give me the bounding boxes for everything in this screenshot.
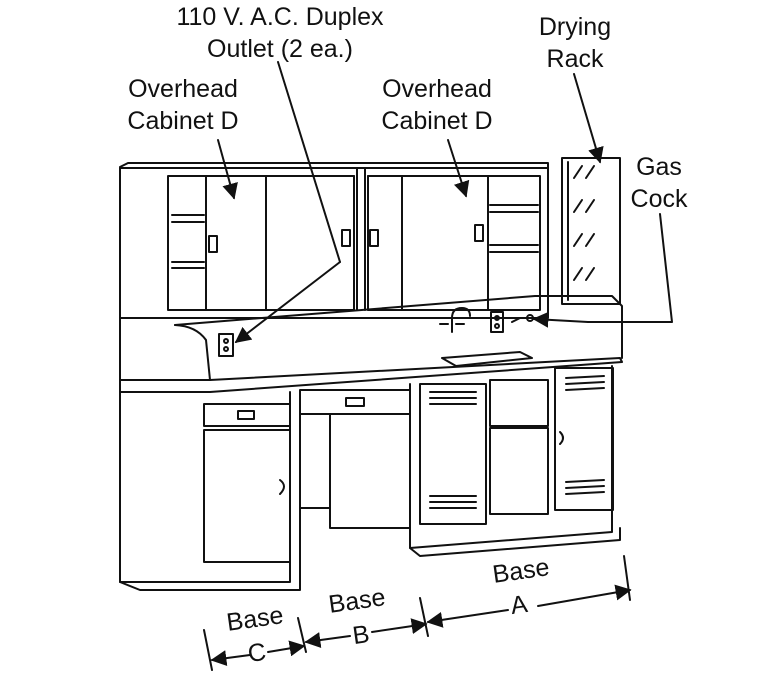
overhead-cabinet-right-label-line1: Overhead <box>382 75 492 103</box>
outlet-label-line2: Outlet (2 ea.) <box>207 35 353 63</box>
overhead-cabinet-assembly <box>119 162 549 319</box>
duplex-outlet-icon <box>218 333 234 357</box>
drying-rack <box>561 157 621 305</box>
overhead-cabinet-left-label-line1: Overhead <box>128 75 238 103</box>
dimension-lines <box>203 555 632 671</box>
door-handle-icon <box>474 224 484 242</box>
leader-lines <box>217 61 673 343</box>
drying-rack-label-line1: Drying <box>538 13 612 41</box>
door-handle-icon <box>369 229 379 247</box>
countertop <box>119 357 623 393</box>
sink-icon <box>441 351 533 367</box>
gas-cock-label-line2: Cock <box>630 185 688 213</box>
faucet-icon <box>451 307 471 333</box>
drawer-pull-icon <box>237 410 255 420</box>
door-handle-icon <box>208 235 218 253</box>
door-handle-icon <box>341 229 351 247</box>
gas-cock-label-line1: Gas <box>636 153 682 181</box>
gas-cock-icon <box>511 317 529 323</box>
overhead-cabinet-right-label-line2: Cabinet D <box>381 107 493 135</box>
overhead-cabinet-left-label-line2: Cabinet D <box>127 107 239 135</box>
outlet-label-line1: 110 V. A.C. Duplex <box>176 3 384 31</box>
drying-rack-label-line2: Rack <box>546 45 604 73</box>
backsplash-riser <box>119 295 623 381</box>
duplex-outlet-icon <box>490 311 504 333</box>
drawer-pull-icon <box>345 397 365 407</box>
base-cabinets <box>119 365 621 591</box>
